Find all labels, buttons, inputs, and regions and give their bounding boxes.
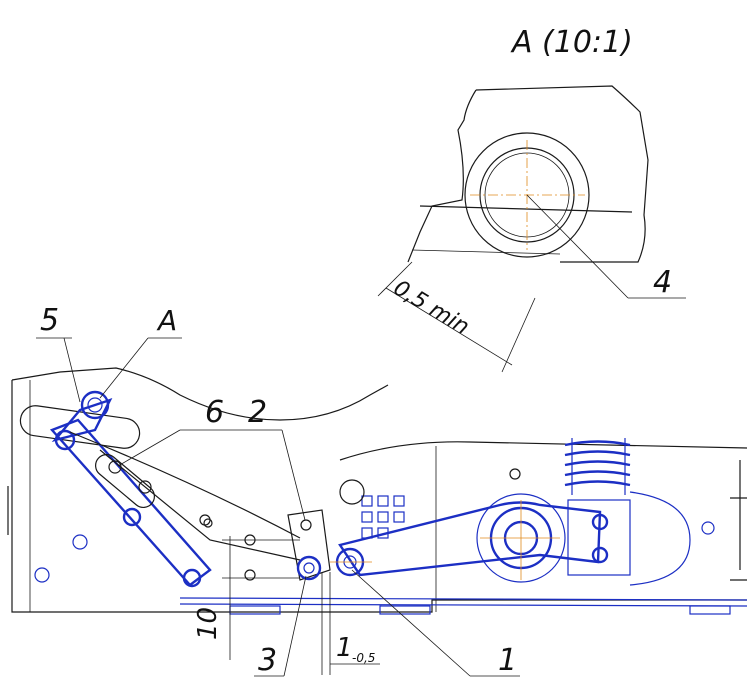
dim-line-05 <box>385 287 513 366</box>
dim-10-label: 10 <box>193 607 223 640</box>
coupling-link-2 <box>69 431 301 539</box>
callout-a-label: A <box>156 304 177 337</box>
foot-3 <box>689 605 731 615</box>
spring-coils <box>564 440 631 487</box>
detail-boundary <box>475 85 649 263</box>
callout-1-leader <box>351 569 471 677</box>
upper-small-hole <box>509 468 521 480</box>
base-hole-2 <box>34 567 50 583</box>
link-5-pivot-inner <box>87 397 103 413</box>
foot-2 <box>379 605 431 615</box>
spring <box>564 438 631 495</box>
right-cam <box>629 491 691 586</box>
upper-pivot <box>339 479 365 505</box>
callout-6-leader <box>117 429 181 467</box>
detail-view-a: A (10:1) 4 0,5 min <box>377 25 686 373</box>
callout-5-leader <box>63 337 81 403</box>
dimensions: 10 1 -0,5 <box>193 536 380 675</box>
upper-arm-top <box>339 441 747 461</box>
callout-1-label: 1 <box>498 643 517 678</box>
base-plate-bottom <box>179 603 747 607</box>
right-block-hole-1 <box>591 513 609 531</box>
diagonal-link <box>49 418 212 587</box>
base-hole-1 <box>72 534 88 550</box>
coupling-link <box>99 449 301 561</box>
dim-1-tolerance: -0,5 <box>352 651 375 665</box>
callout-2-leader <box>281 429 306 521</box>
right-block <box>567 499 631 576</box>
dim-ext-2 <box>501 297 536 373</box>
detail-title: A (10:1) <box>510 25 633 60</box>
callout-a-leader <box>99 337 149 399</box>
foot-1 <box>229 605 281 615</box>
callout-4-label: 4 <box>653 265 672 300</box>
diag-link-hole-2 <box>122 507 142 527</box>
callout-3-leader <box>283 575 307 677</box>
base-body <box>11 380 747 613</box>
base-plate-top <box>179 597 747 601</box>
diag-link-hole-1 <box>54 429 76 451</box>
callout-3-label: 3 <box>258 643 277 678</box>
dim-ext-1 <box>377 261 413 297</box>
callout-6-label: 6 <box>205 395 224 430</box>
detail-boundary-left <box>407 89 477 263</box>
lever-part-2 <box>287 509 372 581</box>
main-lever <box>338 491 715 586</box>
slot-link-2 <box>95 453 155 509</box>
right-pin <box>701 521 715 535</box>
right-block-hole-2 <box>591 546 609 564</box>
dim-05-label: 0,5 min <box>389 276 473 340</box>
main-assembly <box>7 367 747 615</box>
callout-5-label: 5 <box>40 303 59 338</box>
diag-link-hole-3 <box>182 568 202 588</box>
link-5-bracket <box>51 397 113 443</box>
callout-4-leader <box>526 194 629 299</box>
main-lever-body <box>338 501 602 577</box>
detail-edge <box>419 205 633 213</box>
lever-2-body <box>287 509 331 581</box>
roller-3 <box>296 555 322 581</box>
pin-grid <box>361 495 405 539</box>
base-top-profile <box>11 367 389 421</box>
callout-2-label: 2 <box>248 395 267 430</box>
left-linkage <box>19 390 301 588</box>
detail-edge-2 <box>411 249 561 255</box>
slot-link <box>19 405 141 449</box>
detail-outer-circle <box>464 132 590 258</box>
callouts: 5 A 6 2 3 1 <box>36 303 520 678</box>
dim-1-label: 1 <box>336 633 353 663</box>
hub-circle-outer <box>476 493 566 583</box>
